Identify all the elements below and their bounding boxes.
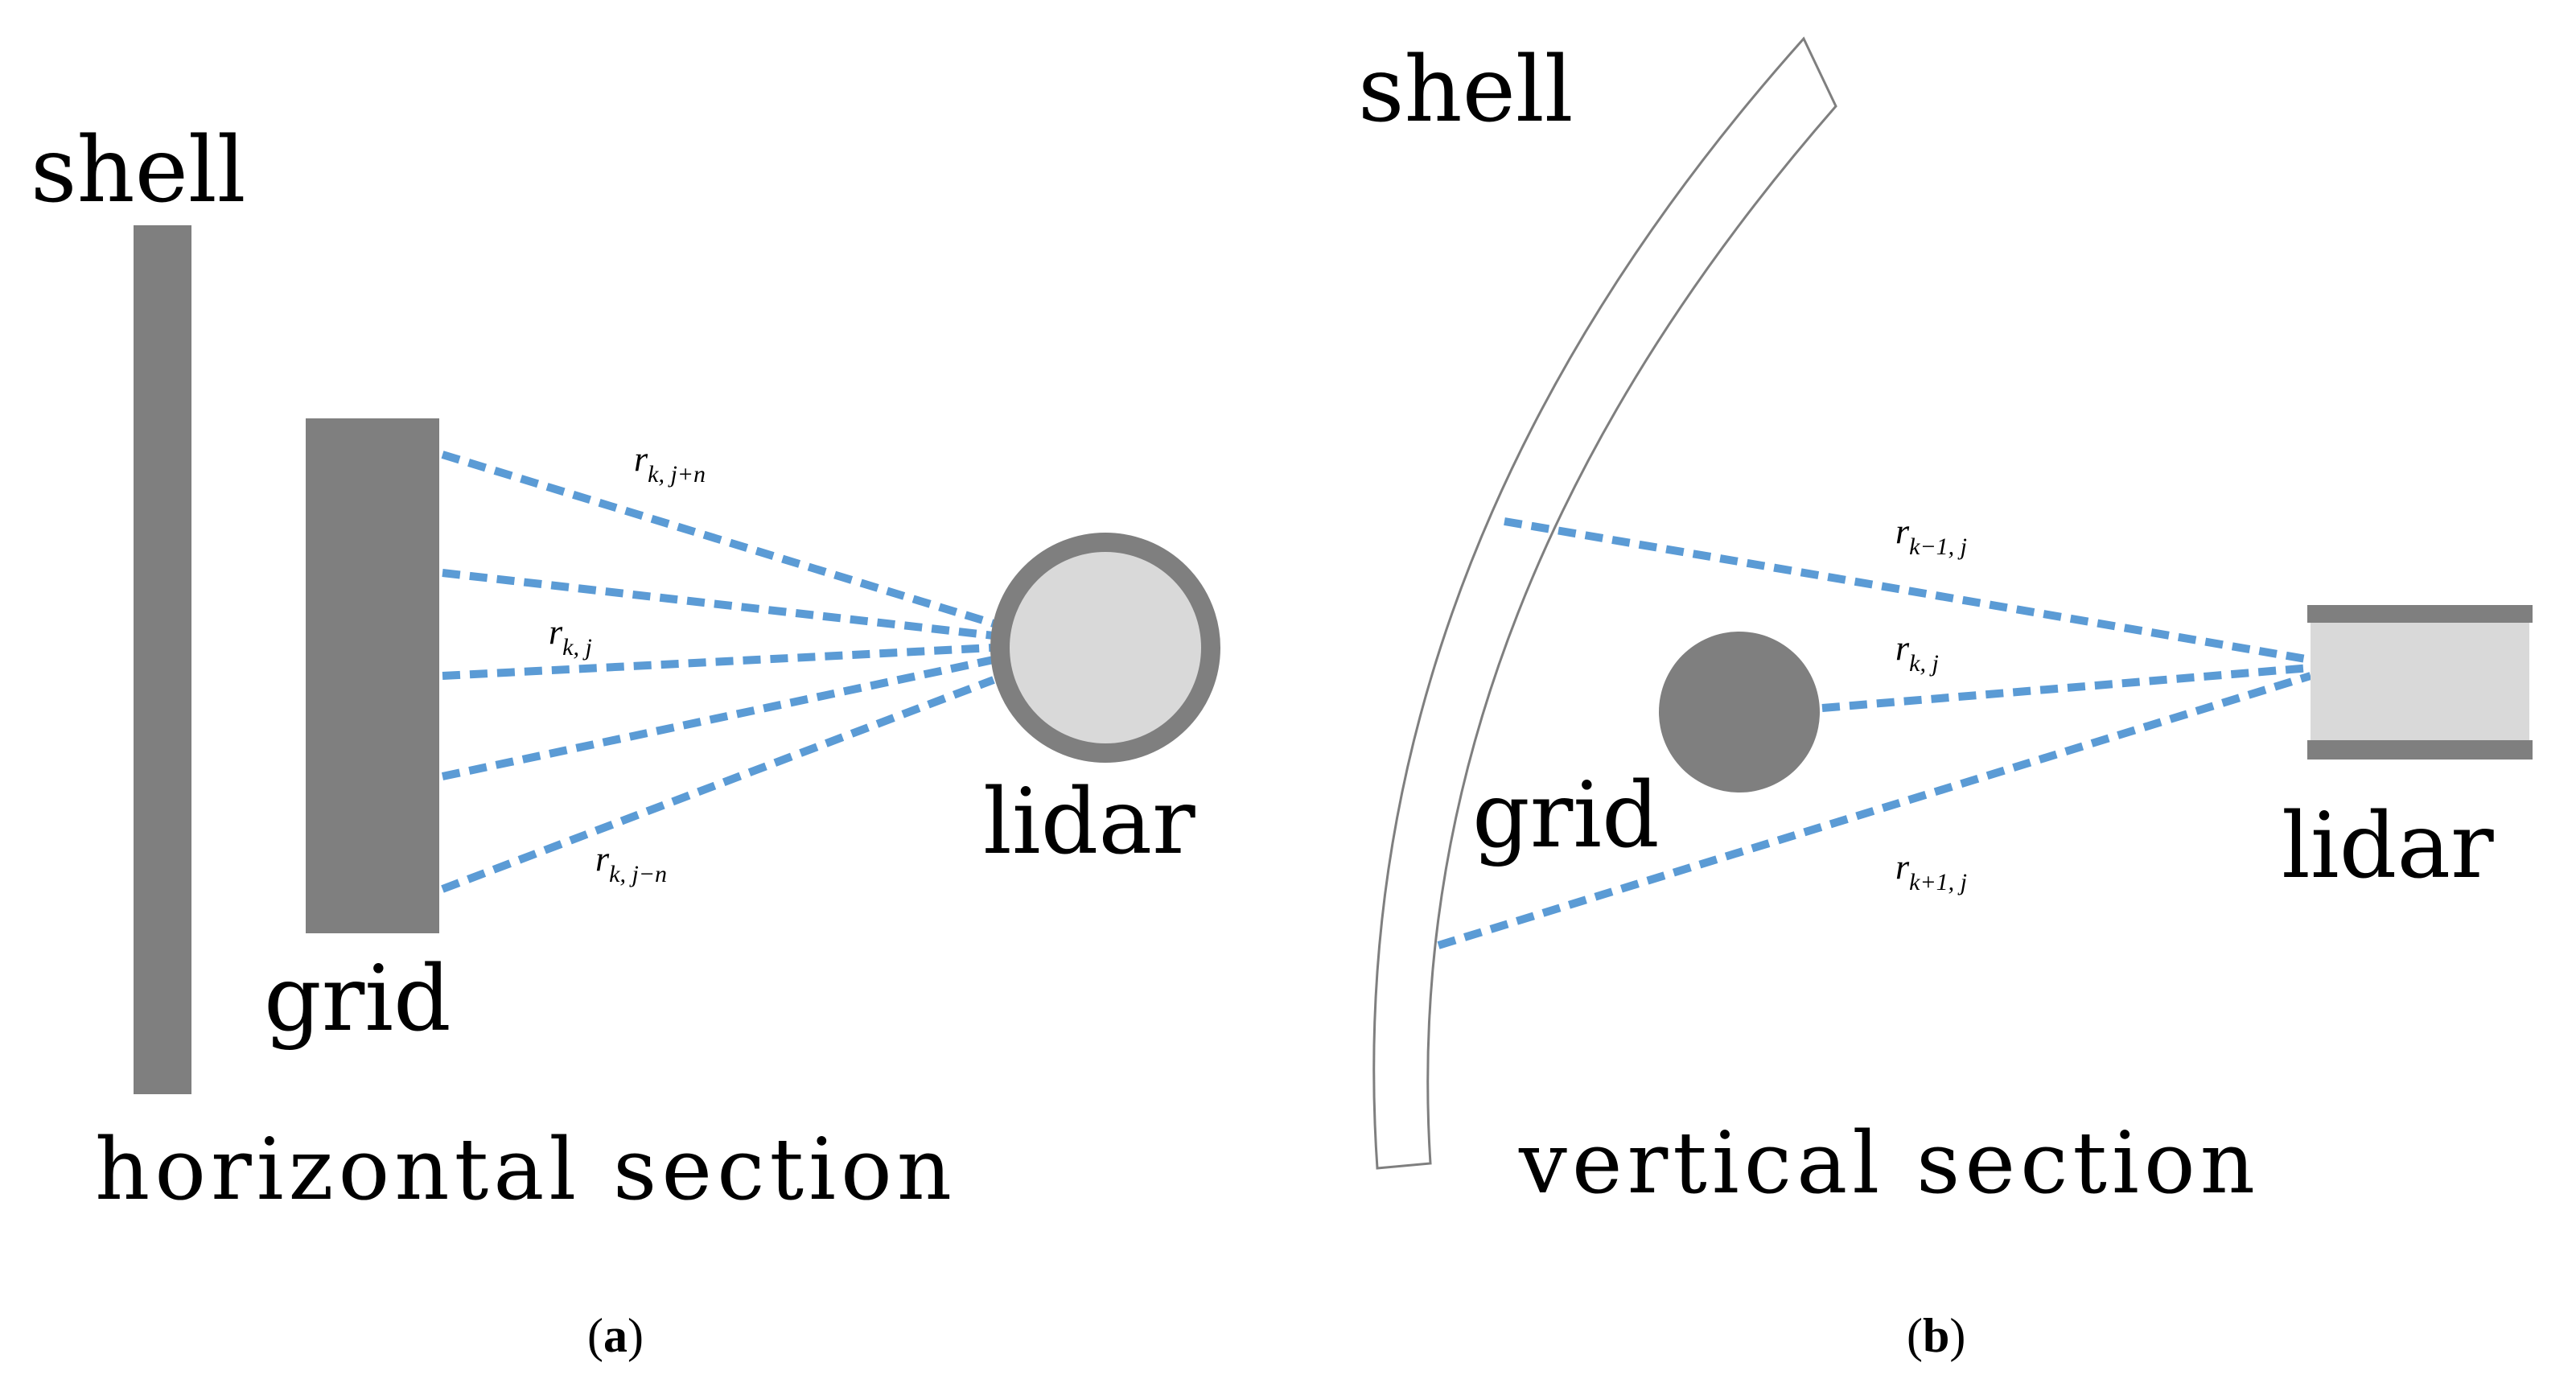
panel-b-grid-circle	[1659, 632, 1820, 792]
panel-a-rays	[441, 451, 995, 893]
panel-b-shell-label: shell	[1358, 38, 1574, 142]
panel-a-ray-1	[441, 451, 995, 628]
panel-b-section-label: vertical section	[1518, 1114, 2260, 1212]
panel-a-caption: (a)	[587, 1309, 644, 1362]
panel-b-ray-3	[1437, 672, 2312, 949]
panel-b: shell rk−1, j rk, j rk+1, j grid lidar v…	[1358, 36, 2533, 1362]
panel-b-lidar-body	[2311, 620, 2529, 748]
panel-a-ray-5	[441, 676, 995, 893]
panel-a-grid-label: grid	[264, 947, 451, 1052]
panel-b-lidar-top-plate	[2307, 605, 2533, 623]
panel-a-ray-2	[442, 569, 994, 640]
panel-b-lidar-bottom-plate	[2307, 740, 2533, 760]
panel-b-rays	[1437, 517, 2312, 949]
panel-b-ray-label-middle: rk, j	[1895, 628, 1939, 677]
panel-a-ray-label-bottom: rk, j−n	[595, 839, 667, 887]
panel-a-grid-block	[306, 418, 439, 933]
panel-a-shell-label: shell	[31, 118, 246, 223]
panel-b-shell-curve	[1372, 36, 1837, 1170]
panel-a-ray-3	[442, 644, 994, 680]
panel-a-shell-wall	[134, 225, 191, 1094]
panel-b-grid-label: grid	[1472, 764, 1660, 868]
panel-b-ray-label-bottom: rk+1, j	[1895, 847, 1967, 895]
panel-a-section-label: horizontal section	[95, 1120, 957, 1219]
panel-a-ray-label-middle: rk, j	[549, 612, 592, 661]
panel-a-ray-4	[441, 656, 995, 780]
panel-a-ray-label-top: rk, j+n	[634, 439, 706, 488]
panel-a-lidar-label: lidar	[983, 770, 1195, 875]
panel-b-caption: (b)	[1907, 1309, 1965, 1362]
panel-a-lidar-circle	[990, 533, 1220, 763]
panel-a: shell grid rk, j+n rk, j rk, j−n lidar h…	[31, 118, 1220, 1362]
panel-b-lidar-label: lidar	[2282, 794, 2494, 899]
panel-b-ray-label-top: rk−1, j	[1895, 512, 1967, 560]
